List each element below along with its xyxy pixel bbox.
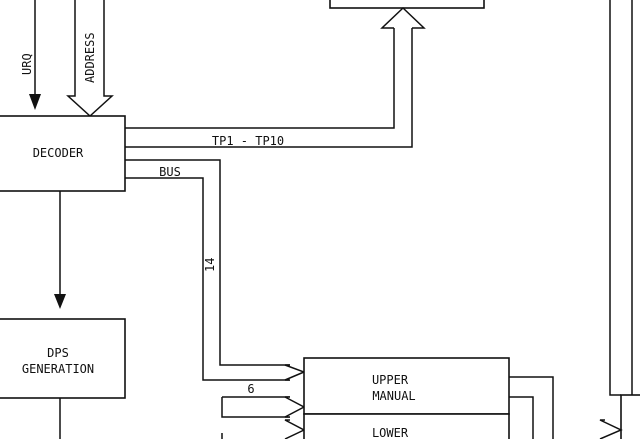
- upper-input-6-line: [221, 396, 290, 418]
- right-block-partial: [620, 394, 640, 439]
- dps-generation-block: [0, 318, 126, 399]
- top-block-partial: [329, 0, 485, 9]
- bus-label: BUS: [159, 165, 181, 179]
- dps-label-line1: DPS: [47, 346, 69, 360]
- bus-line-inner: [125, 177, 290, 381]
- right-arrow-icon: [609, 377, 633, 396]
- tp-bus-line-lower: [125, 28, 413, 148]
- bus-line-outer: [125, 159, 290, 366]
- tp-bus-line: [125, 28, 395, 129]
- upper-bus-arrow-icon: [284, 364, 307, 381]
- manual-output-line-b: [509, 396, 534, 439]
- lower-manual-block: [303, 413, 510, 439]
- bus-width-label: 14: [203, 258, 217, 272]
- upper-input-arrow-icon: [284, 396, 306, 418]
- urq-arrow-icon: [29, 94, 41, 110]
- address-label: ADDRESS: [83, 32, 97, 83]
- upper-width-label: 6: [247, 382, 254, 396]
- upper-label-line1: UPPER: [372, 373, 409, 387]
- urq-label: URQ: [20, 53, 34, 75]
- decoder-label: DECODER: [33, 146, 84, 160]
- lower-input-arrow-icon: [284, 419, 306, 439]
- upper-manual-block: [303, 357, 510, 415]
- decoder-block: [0, 115, 126, 192]
- lower-label-line1: LOWER: [372, 426, 409, 439]
- upper-label-line2: MANUAL: [372, 389, 415, 403]
- right-input-arrow-icon: [599, 419, 623, 439]
- dps-arrow-icon: [54, 294, 66, 309]
- tp-bus-arrow-icon: [380, 6, 426, 29]
- tp-label: TP1 - TP10: [212, 134, 284, 148]
- dps-label-line2: GENERATION: [22, 362, 94, 376]
- manual-output-line-a: [509, 376, 554, 439]
